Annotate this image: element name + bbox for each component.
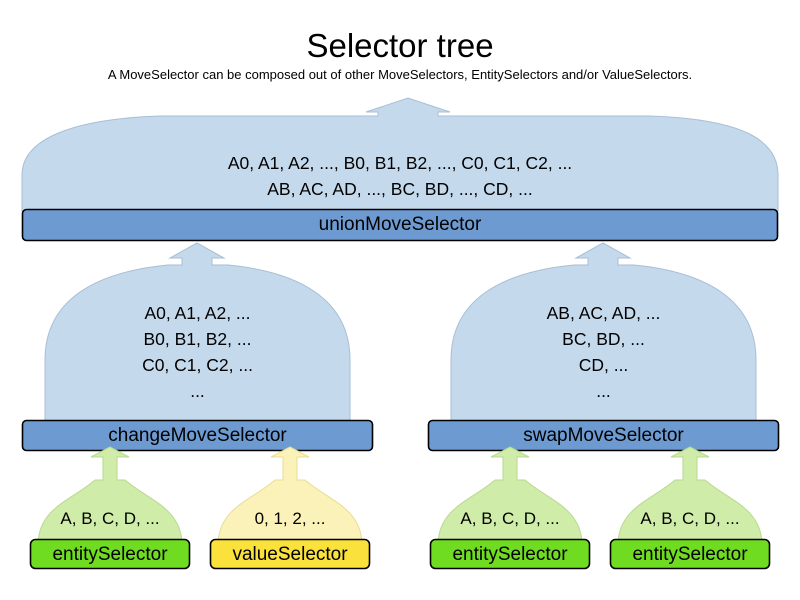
union-move-selector-bar[interactable]: [21, 208, 779, 242]
change-move-selector-dome: [44, 242, 351, 426]
entity-selector-3-dome: [617, 446, 763, 546]
union-move-selector-dome: [21, 97, 779, 213]
entity-selector-3-bar[interactable]: [609, 538, 771, 570]
change-move-selector-bar[interactable]: [21, 419, 374, 452]
entity-selector-2-dome: [437, 446, 583, 546]
value-selector-1-bar[interactable]: [209, 538, 371, 570]
page-title: Selector tree: [306, 27, 494, 64]
page-subtitle: A MoveSelector can be composed out of ot…: [107, 67, 693, 82]
entity-selector-1-bar[interactable]: [29, 538, 191, 570]
value-selector-1-dome: [217, 446, 363, 546]
swap-move-selector-bar[interactable]: [427, 419, 780, 452]
entity-selector-1-dome: [37, 446, 183, 546]
entity-selector-2-bar[interactable]: [429, 538, 591, 570]
swap-move-selector-dome: [450, 242, 757, 426]
